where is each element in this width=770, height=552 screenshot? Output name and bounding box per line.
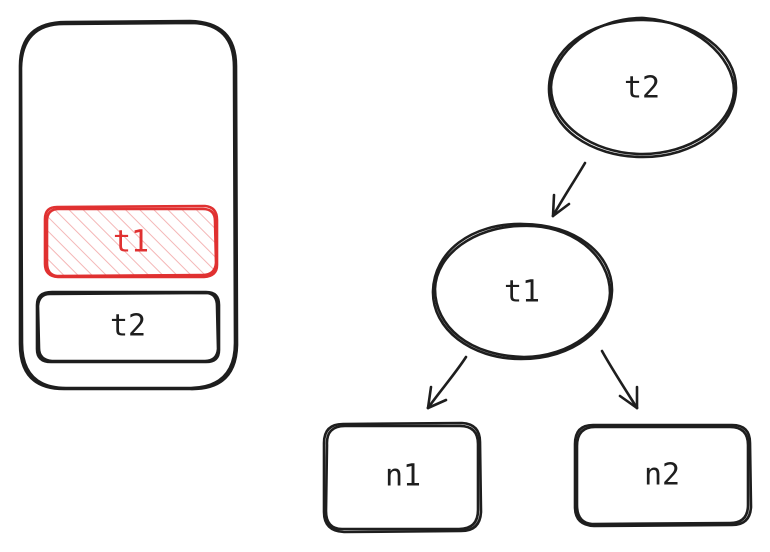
stack-item-t2-label: t2 <box>110 309 146 344</box>
stack-item-t1: t1 <box>43 204 219 279</box>
tree-node-t2: t2 <box>547 16 738 159</box>
tree-leaf-n1: n1 <box>322 421 483 534</box>
stack-item-t1-label: t1 <box>113 225 149 260</box>
tree-leaf-n1-label: n1 <box>385 459 421 494</box>
stack-container <box>18 19 239 391</box>
stack-item-t2: t2 <box>35 290 221 364</box>
tree-node-t1-label: t1 <box>504 275 540 310</box>
tree-node-t2-label: t2 <box>624 71 660 106</box>
tree-edge-t1-n2 <box>600 349 639 410</box>
tree-node-t1: t1 <box>431 222 614 361</box>
tree-edge-t2-t1 <box>551 161 587 218</box>
tree-leaf-n2-label: n2 <box>644 458 680 493</box>
tree-edge-t1-n1 <box>426 355 468 410</box>
tree-leaf-n2: n2 <box>573 423 753 528</box>
